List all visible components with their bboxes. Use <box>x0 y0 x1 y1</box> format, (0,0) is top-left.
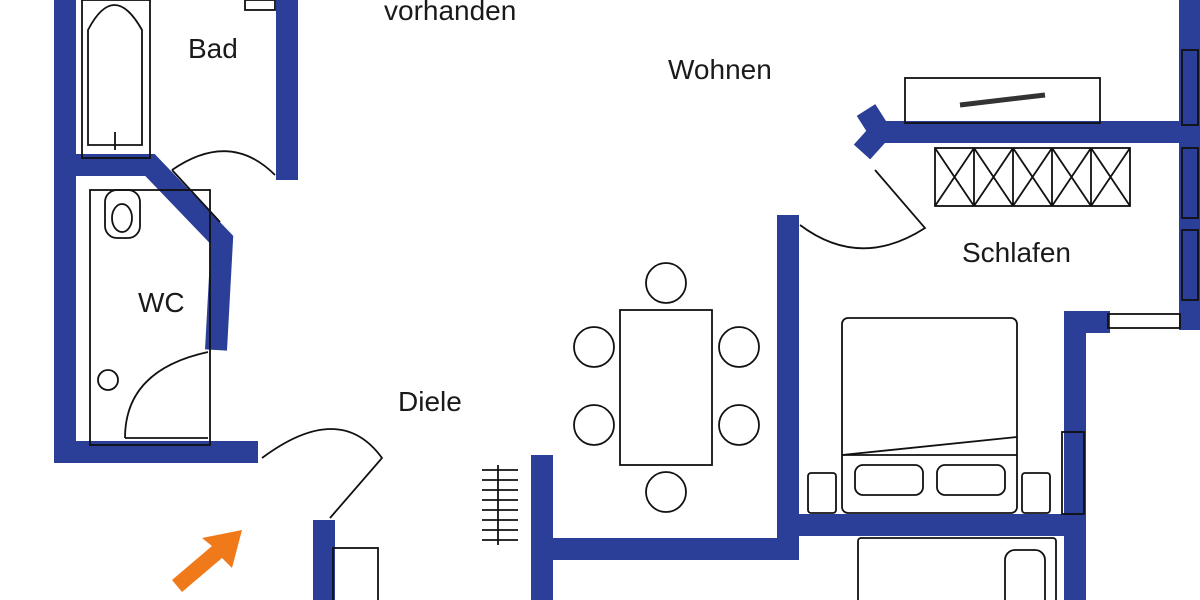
double-bed <box>807 317 1051 514</box>
room-label-wohnen: Wohnen <box>668 54 772 85</box>
room-label-schlafen: Schlafen <box>962 237 1071 268</box>
room-label-note: vorhanden <box>384 0 517 26</box>
room-label-bad: Bad <box>188 33 238 64</box>
wardrobe <box>934 147 1131 207</box>
sink <box>97 369 119 391</box>
windows <box>244 0 1199 515</box>
shower <box>332 547 379 600</box>
room-label-diele: Diele <box>398 386 462 417</box>
bathroom-door[interactable] <box>171 150 276 223</box>
radiator <box>482 465 518 545</box>
bathtub-2 <box>857 537 1057 600</box>
entrance-door[interactable] <box>261 428 384 519</box>
walls <box>54 0 1200 600</box>
dining-table <box>573 262 760 513</box>
wc-door[interactable] <box>124 351 209 439</box>
entrance-arrow-icon <box>172 530 242 592</box>
room-label-wc: WC <box>138 287 185 318</box>
sideboard <box>904 77 1101 124</box>
bedroom-door[interactable] <box>799 169 927 250</box>
toilet <box>89 189 211 446</box>
bathtub <box>81 0 151 159</box>
